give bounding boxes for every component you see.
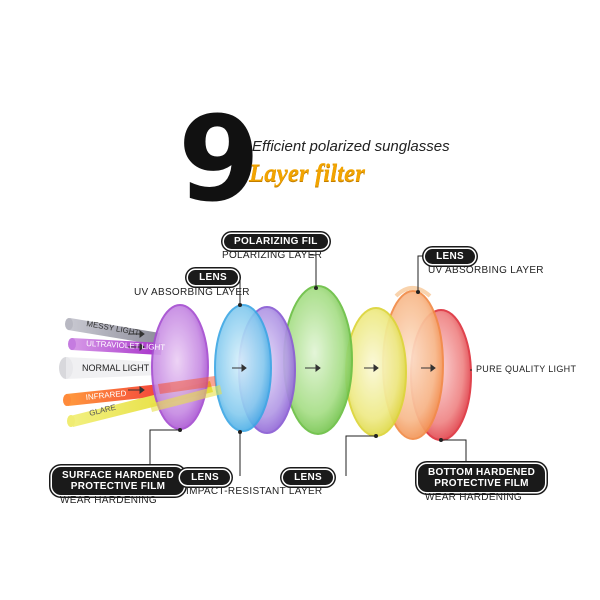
layer-filter-title: Layer filter	[249, 160, 365, 187]
lens-surface-hardened	[151, 304, 209, 430]
badge-surface-line2: PROTECTIVE FILM	[70, 481, 166, 492]
caption-polarizing-layer: POLARIZING LAYER	[222, 250, 323, 261]
badge-polarizing-fil: POLARIZING FIL	[224, 234, 328, 249]
beam-glare-through	[150, 385, 222, 412]
label-pure-quality-light: PURE QUALITY LIGHT	[476, 364, 577, 374]
label-ultraviolet-light: ULTRAVIOLET LIGHT	[86, 339, 166, 352]
badge-bottom-line2: PROTECTIVE FILM	[434, 478, 529, 489]
leader-lines	[145, 254, 472, 476]
badge-surface-hardened: SURFACE HARDENED PROTECTIVE FILM	[52, 467, 185, 495]
badge-bottom-hardened: BOTTOM HARDENED PROTECTIVE FILM	[418, 464, 546, 492]
caption-bottom-wear-hardening: WEAR HARDENING	[425, 492, 522, 503]
badge-lens-yellow: LENS	[283, 470, 333, 485]
beam-infrared	[63, 383, 172, 406]
normal-light-glow	[59, 357, 160, 379]
label-infrared: INFRARED	[85, 389, 127, 402]
beam-infrared-through	[158, 376, 216, 394]
lens-yellow	[345, 307, 407, 437]
badge-surface-line1: SURFACE HARDENED	[62, 470, 175, 481]
label-normal-light: NORMAL LIGHT	[82, 363, 150, 373]
caption-impact-resistant: IMPACT-RESISTANT LAYER	[186, 486, 323, 497]
badge-lens-uv2: LENS	[425, 249, 475, 264]
caption-uv-absorbing-2: UV ABSORBING LAYER	[428, 265, 544, 276]
caption-surface-wear-hardening: WEAR HARDENING	[60, 495, 157, 506]
leader-dots	[178, 286, 443, 442]
caption-uv-absorbing-1: UV ABSORBING LAYER	[134, 287, 250, 298]
beam-messy-light	[65, 318, 160, 345]
badge-lens-impact: LENS	[180, 470, 230, 485]
beam-ultraviolet-light	[68, 338, 162, 355]
layer-count-number: 9	[178, 90, 260, 228]
badge-bottom-line1: BOTTOM HARDENED	[428, 467, 536, 478]
subtitle-text: Efficient polarized sunglasses	[252, 138, 450, 155]
badge-lens-uv1: LENS	[188, 270, 238, 285]
light-path-arrows	[128, 330, 436, 394]
